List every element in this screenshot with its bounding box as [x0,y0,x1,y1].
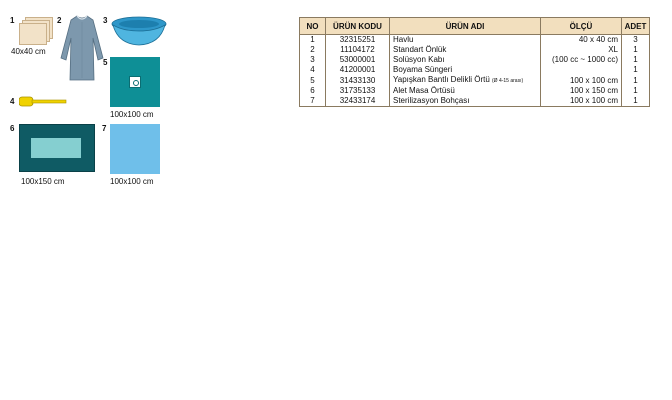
item-5-number: 5 [103,58,108,67]
row-qty: 1 [621,75,650,86]
header-qty: ADET [621,17,650,35]
row-name-text: Sterilizasyon Bohçası [393,96,470,105]
row-qty: 1 [621,65,650,75]
row-size: 100 x 150 cm [540,86,622,96]
sterilization-wrap-image [110,124,160,174]
table-row: 4 41200001 Boyama Süngeri 1 [299,65,650,75]
row-name: Havlu [389,34,541,45]
item-7-number: 7 [102,124,107,133]
table-row: 6 31735133 Alet Masa Örtüsü 100 x 150 cm… [299,86,650,96]
row-name-text: Boyama Süngeri [393,65,453,74]
row-name-text: Solüsyon Kabı [393,55,445,64]
row-code: 31433130 [325,75,390,86]
row-no: 5 [299,75,326,86]
row-size: 40 x 40 cm [540,34,622,45]
row-name: Boyama Süngeri [389,65,541,75]
table-header-row: NO ÜRÜN KODU ÜRÜN ADI ÖLÇÜ ADET [299,17,650,35]
row-no: 6 [299,86,326,96]
row-qty: 3 [621,34,650,45]
row-no: 2 [299,45,326,55]
row-name: Standart Önlük [389,45,541,55]
row-qty: 1 [621,55,650,65]
header-code: ÜRÜN KODU [325,17,390,35]
item-6-caption: 100x150 cm [21,177,65,186]
row-code: 41200001 [325,65,390,75]
row-qty: 1 [621,96,650,107]
row-code: 53000001 [325,55,390,65]
row-qty: 1 [621,45,650,55]
row-name-text: Yapışkan Bantlı Delikli Örtü [393,75,490,84]
header-name: ÜRÜN ADI [389,17,541,35]
table-row: 3 53000001 Solüsyon Kabı (100 cc ~ 1000 … [299,55,650,65]
instrument-table-cover-image [19,124,95,172]
prep-sponge-image [19,96,67,107]
row-qty: 1 [621,86,650,96]
item-3-number: 3 [103,16,108,25]
row-size [540,65,622,75]
fenestration-icon [129,76,141,88]
header-no: NO [299,17,326,35]
row-name-text: Havlu [393,35,414,44]
towel-stack-image [19,17,53,45]
row-name-note: (Ø 4-15 arası) [492,78,524,84]
row-size: XL [540,45,622,55]
row-size: (100 cc ~ 1000 cc) [540,55,622,65]
row-name: Sterilizasyon Bohçası [389,96,541,107]
table-row: 7 32433174 Sterilizasyon Bohçası 100 x 1… [299,96,650,107]
row-name-text: Alet Masa Örtüsü [393,86,455,95]
header-size: ÖLÇÜ [540,17,622,35]
row-no: 3 [299,55,326,65]
item-7-caption: 100x100 cm [110,177,154,186]
row-size: 100 x 100 cm [540,96,622,107]
row-size: 100 x 100 cm [540,75,622,86]
item-1-caption: 40x40 cm [11,47,46,56]
table-row: 5 31433130 Yapışkan Bantlı Delikli Örtü … [299,75,650,86]
surgical-gown-image [60,15,104,81]
item-1-number: 1 [10,16,15,25]
row-no: 4 [299,65,326,75]
table-row: 2 11104172 Standart Önlük XL 1 [299,45,650,55]
row-code: 31735133 [325,86,390,96]
solution-bowl-image [111,16,167,46]
row-no: 7 [299,96,326,107]
row-name: Alet Masa Örtüsü [389,86,541,96]
product-table: NO ÜRÜN KODU ÜRÜN ADI ÖLÇÜ ADET 1 323152… [299,17,650,107]
row-code: 32315251 [325,34,390,45]
row-no: 1 [299,34,326,45]
row-code: 11104172 [325,45,390,55]
row-code: 32433174 [325,96,390,107]
item-6-number: 6 [10,124,15,133]
row-name: Yapışkan Bantlı Delikli Örtü (Ø 4-15 ara… [389,75,541,86]
item-5-caption: 100x100 cm [110,110,154,119]
fenestrated-drape-image [110,57,160,107]
item-4-number: 4 [10,97,15,106]
table-row: 1 32315251 Havlu 40 x 40 cm 3 [299,34,650,45]
item-2-number: 2 [57,16,62,25]
row-name: Solüsyon Kabı [389,55,541,65]
row-name-text: Standart Önlük [393,45,447,54]
